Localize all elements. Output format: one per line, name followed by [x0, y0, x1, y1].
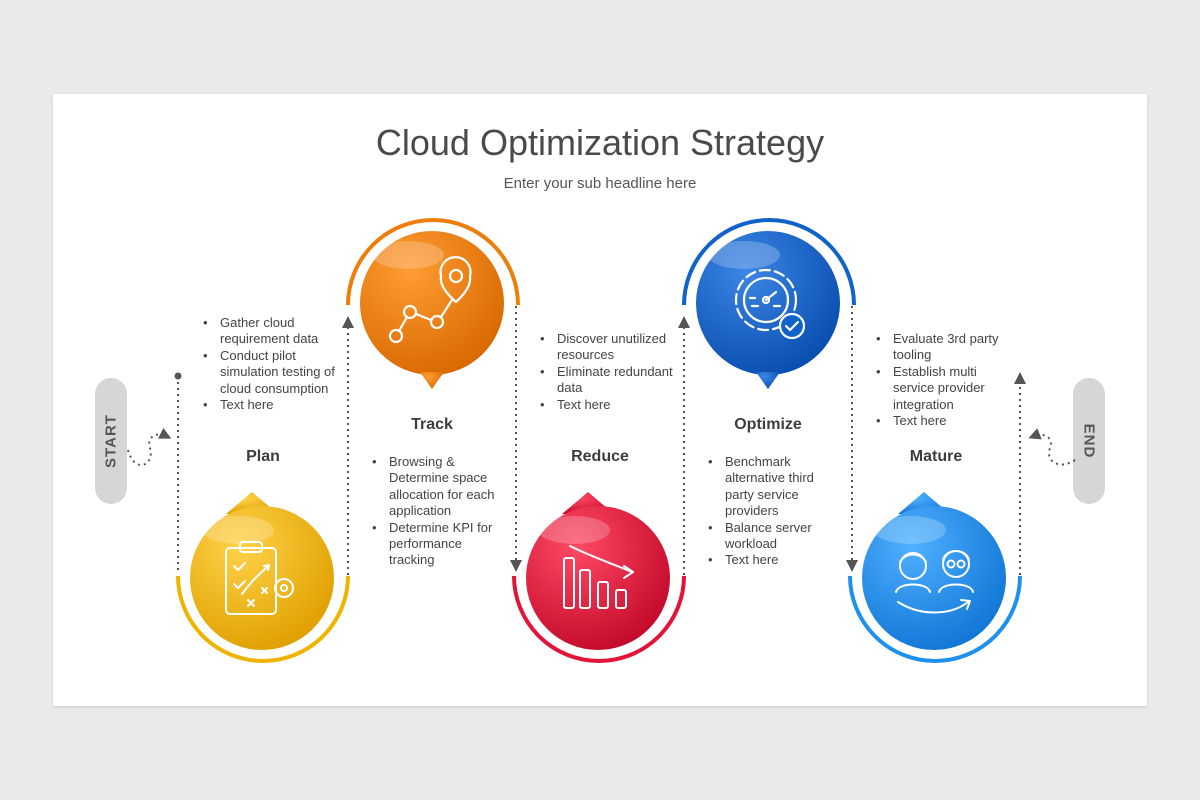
plan-bullet-list: Gather cloud requirement data Conduct pi… [200, 315, 336, 414]
declining-bars-icon [563, 545, 634, 609]
end-pill: END [1073, 378, 1105, 504]
clipboard-strategy-icon [225, 541, 294, 615]
list-item: Eliminate redundant data [537, 364, 673, 397]
reduce-bullet-list: Discover unutilized resources Eliminate … [537, 331, 673, 413]
plan-arc [176, 575, 350, 663]
mature-bubble [862, 492, 1006, 650]
start-dot [174, 372, 182, 380]
optimize-bullet-list: Benchmark alternative third party servic… [705, 454, 843, 569]
list-item: Discover unutilized resources [537, 331, 673, 364]
track-bullet-list: Browsing & Determine space allocation fo… [369, 454, 509, 569]
start-pill: START [95, 378, 127, 504]
stage-title-plan: Plan [246, 448, 280, 465]
list-item: Browsing & Determine space allocation fo… [369, 454, 509, 520]
stage-title-reduce: Reduce [571, 448, 629, 465]
page-subtitle: Enter your sub headline here [503, 175, 697, 192]
mature-bullet-list: Evaluate 3rd party tooling Establish mul… [873, 331, 1009, 430]
reduce-arc [512, 575, 686, 663]
people-transition-icon [895, 550, 974, 614]
route-pin-icon [388, 256, 472, 344]
list-item: Text here [705, 552, 843, 569]
optimize-bubble [696, 231, 840, 389]
page-title: Cloud Optimization Strategy [375, 122, 825, 163]
list-item: Text here [537, 397, 673, 414]
gear-gauge-check-icon [734, 268, 806, 340]
stage-title-mature: Mature [909, 448, 963, 465]
mature-arc [848, 575, 1022, 663]
list-item: Evaluate 3rd party tooling [873, 331, 1009, 364]
optimize-arc [682, 218, 856, 306]
plan-bubble [190, 492, 334, 650]
reduce-bubble [526, 492, 670, 650]
stage-title-track: Track [411, 416, 453, 433]
list-item: Text here [200, 397, 336, 414]
list-item: Balance server workload [705, 520, 843, 553]
list-item: Gather cloud requirement data [200, 315, 336, 348]
dotted-connectors [127, 306, 1076, 575]
list-item: Establish multi service provider integra… [873, 364, 1009, 413]
list-item: Benchmark alternative third party servic… [705, 454, 843, 520]
list-item: Determine KPI for performance tracking [369, 520, 509, 569]
list-item: Text here [873, 413, 1009, 430]
list-item: Conduct pilot simulation testing of clou… [200, 348, 336, 397]
stage-title-optimize: Optimize [734, 416, 802, 433]
track-bubble [360, 231, 504, 389]
track-arc [346, 218, 520, 306]
